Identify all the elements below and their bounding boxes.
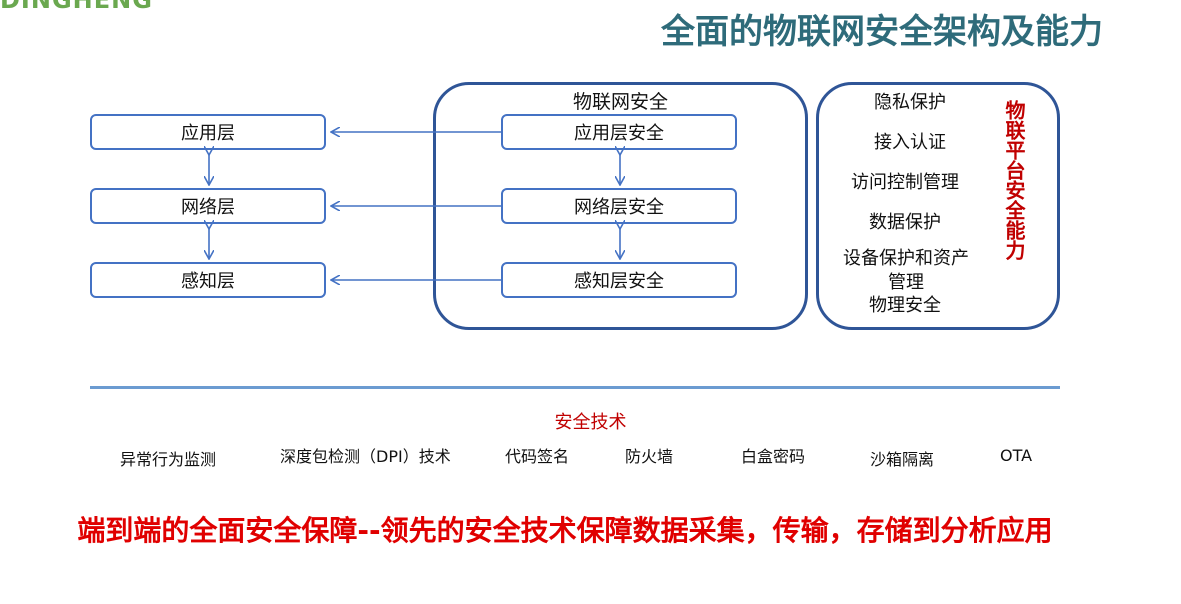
capability-physical-security: 物理安全 [869, 295, 941, 316]
tech-sandbox: 沙箱隔离 [870, 450, 935, 469]
tech-firewall: 防火墙 [625, 447, 674, 466]
iot-security-title: 物联网安全 [572, 91, 668, 113]
capability-privacy: 隐私保护 [874, 92, 946, 113]
platform-capability-title: 物联平台安全能力 [1002, 100, 1026, 260]
capability-access-control: 访问控制管理 [851, 172, 959, 193]
slogan: 端到端的全面安全保障--领先的安全技术保障数据采集，传输，存储到分析应用 [77, 514, 1053, 547]
company-logo: DINGHENG [0, 0, 153, 14]
security-perception: 感知层安全 [501, 262, 737, 298]
section-divider [90, 386, 1060, 389]
layer-perception: 感知层 [90, 262, 326, 298]
tech-anomaly-detection: 异常行为监测 [120, 450, 217, 469]
tech-dpi: 深度包检测（DPI）技术 [280, 447, 451, 466]
capability-data-protection: 数据保护 [869, 212, 941, 233]
capabilities-group [816, 82, 1060, 330]
security-network: 网络层安全 [501, 188, 737, 224]
tech-code-signing: 代码签名 [505, 447, 570, 466]
page-title: 全面的物联网安全架构及能力 [661, 12, 1103, 52]
tech-whitebox-crypto: 白盒密码 [741, 447, 806, 466]
tech-ota: OTA [1000, 446, 1033, 465]
layer-network: 网络层 [90, 188, 326, 224]
capability-device-asset: 设备保护和资产管理 [843, 248, 969, 293]
capability-access-auth: 接入认证 [874, 132, 946, 153]
security-tech-heading: 安全技术 [554, 412, 627, 433]
